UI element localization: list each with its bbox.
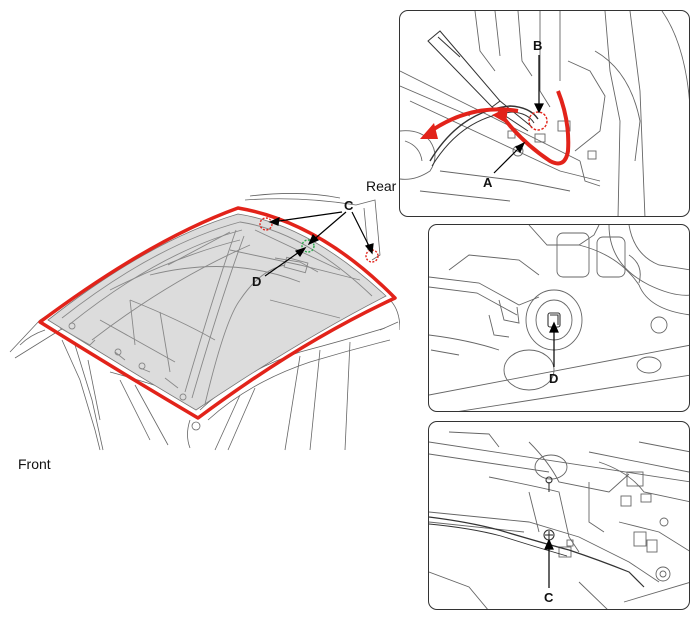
clip-c-marker-left	[259, 217, 273, 231]
removal-arrow-left	[426, 107, 519, 135]
clip-b-marker	[528, 111, 548, 131]
clip-c-detail-svg: C	[429, 431, 689, 609]
roof-headliner-panel	[47, 213, 387, 411]
callout-c-main: C	[344, 198, 354, 213]
rear-label: Rear	[366, 178, 397, 194]
wiring-harness	[429, 105, 539, 162]
clip-d-marker	[301, 239, 315, 253]
leader-lines	[264, 211, 374, 277]
clip-d-detail-svg: D	[429, 225, 689, 411]
callout-a: A	[483, 175, 493, 190]
headliner-outline-highlight	[38, 206, 397, 420]
screwdriver-icon	[427, 30, 533, 132]
headliner-internal-lines	[59, 221, 373, 405]
detail-panel-clip-c: C	[428, 421, 690, 610]
removal-arrow-hook	[498, 90, 571, 166]
detail-panel-clip-d: D	[428, 224, 690, 412]
clip-c-marker-right	[365, 249, 379, 263]
callout-d-detail: D	[549, 371, 558, 386]
wire-clip-detail-svg: B A	[400, 11, 689, 216]
headliner-roof-diagram: C D	[9, 193, 400, 451]
wiring-harness-c	[429, 516, 645, 588]
callout-c-detail: C	[544, 590, 554, 605]
clip-c-part	[543, 476, 555, 541]
front-label: Front	[18, 456, 51, 472]
callout-b: B	[533, 38, 542, 53]
callout-d-main: D	[252, 274, 261, 289]
detail-panel-wire-clip: B A	[399, 10, 690, 217]
